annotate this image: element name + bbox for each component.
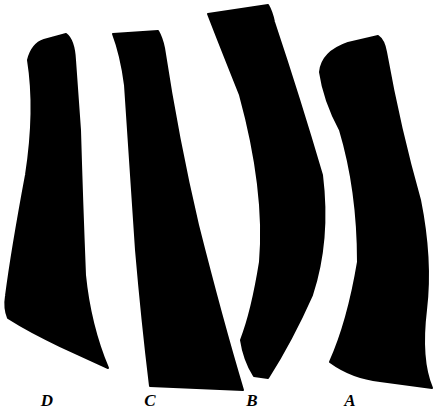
bone-shape [320,36,432,388]
bone-shape [5,34,108,368]
bone-shape [208,5,324,378]
figure-letter: C [144,392,155,409]
bone-shape [113,31,243,390]
figure-letter: A [344,392,355,409]
figure-letter: B [246,392,257,409]
figure-letter: D [41,392,53,409]
